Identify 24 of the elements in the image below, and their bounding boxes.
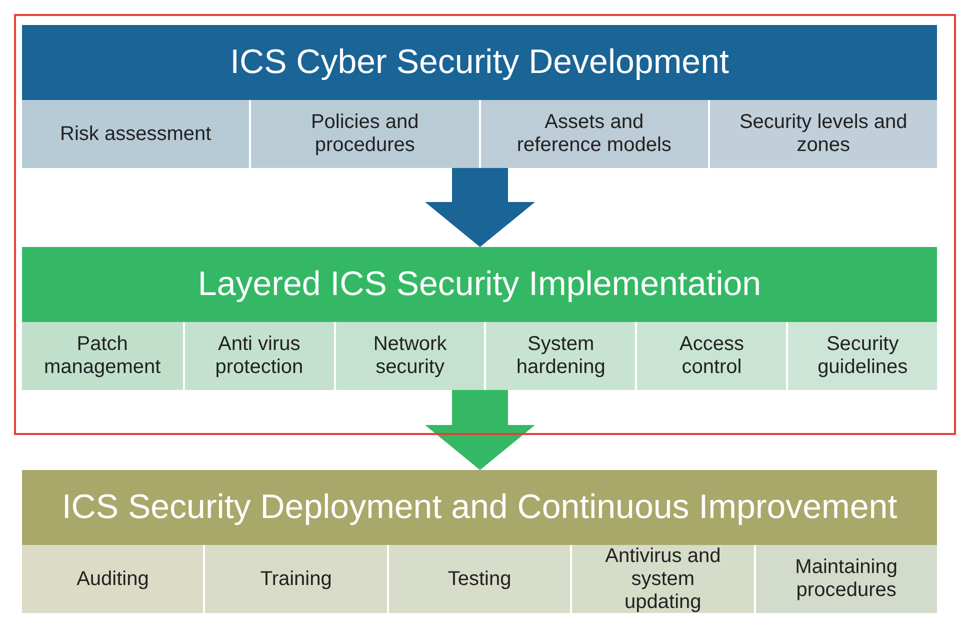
- section-panel: [22, 470, 937, 613]
- topic-cell: Access control: [637, 322, 788, 390]
- section-title: ICS Cyber Security Development: [229, 42, 730, 83]
- section-panel: [22, 247, 937, 390]
- topic-cell: Auditing: [22, 545, 206, 613]
- topic-cell: Antivirus and system updating: [572, 545, 756, 613]
- topic-cell: Security levels and zones: [710, 100, 937, 168]
- topic-cell: Maintaining procedures: [756, 545, 938, 613]
- section-title: Layered ICS Security Implementation: [196, 264, 762, 305]
- block-arrow: [425, 168, 535, 247]
- topic-cell: System hardening: [486, 322, 638, 390]
- topic-cell: Assets and reference models: [480, 100, 710, 168]
- topic-cell: Patch management: [22, 322, 185, 390]
- highlight-frame: [14, 14, 956, 435]
- section-panel: [22, 25, 937, 168]
- section-title: ICS Security Deployment and Continuous Improvement: [60, 487, 898, 528]
- topic-cell: Risk assessment: [22, 100, 252, 168]
- topic-cell: Testing: [388, 545, 572, 613]
- topic-cell: Anti virus protection: [184, 322, 336, 390]
- topic-cell: Security guidelines: [788, 322, 938, 390]
- block-arrow: [425, 390, 535, 470]
- topic-cell: Policies and procedures: [251, 100, 480, 168]
- topic-cell: Network security: [336, 322, 486, 390]
- topic-cell: Training: [205, 545, 389, 613]
